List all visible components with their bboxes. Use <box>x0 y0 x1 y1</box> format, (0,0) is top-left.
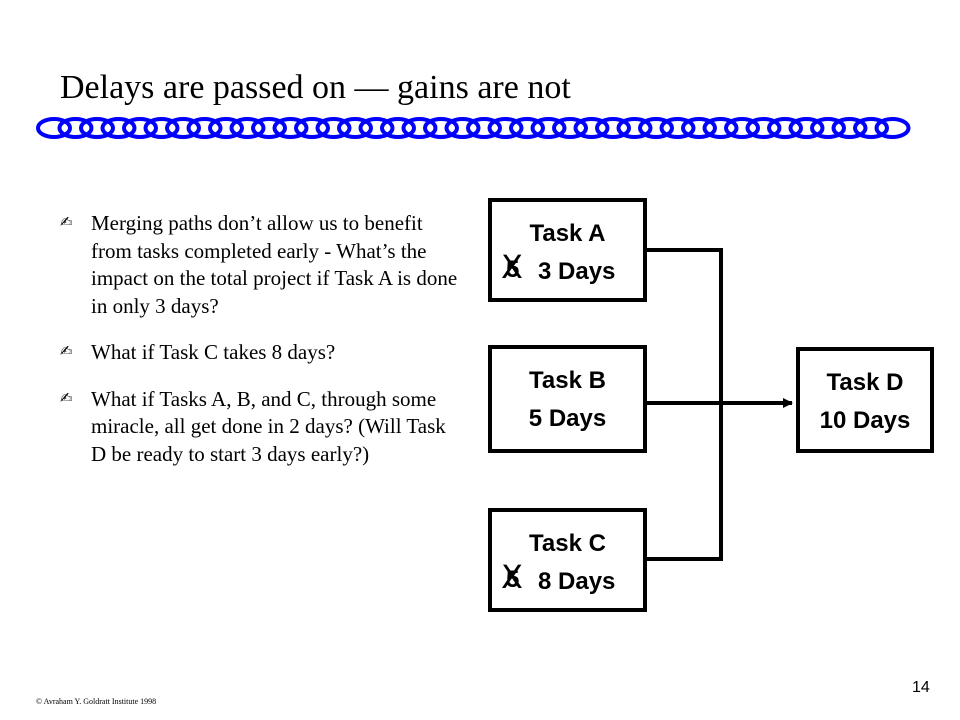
task-a-duration: 3 Days <box>538 258 616 285</box>
chain-link <box>143 117 180 139</box>
chain-link <box>509 117 545 139</box>
chain-link <box>466 117 502 139</box>
chain-link <box>36 117 72 139</box>
chain-divider <box>36 117 911 139</box>
task-b-duration: 5 Days <box>528 405 607 432</box>
chain-link <box>79 117 115 139</box>
chain-link <box>874 117 911 139</box>
bullet-item: ✍ What if Tasks A, B, and C, through som… <box>60 386 460 469</box>
bullet-text: Merging paths don’t allow us to benefit … <box>91 211 458 318</box>
chain-link <box>487 117 524 139</box>
chain-link <box>530 117 567 139</box>
chain-link <box>552 117 588 139</box>
task-d-box: Task D 10 Days <box>796 347 934 453</box>
task-c-original-duration: 5 <box>506 566 520 593</box>
page-number: 14 <box>912 679 930 696</box>
task-c-box: Task C 5 X 8 Days <box>488 508 647 612</box>
task-a-strike-mark: X <box>501 248 523 286</box>
chain-link <box>573 117 610 139</box>
chain-link <box>444 117 481 139</box>
chain-link <box>315 117 352 139</box>
task-c-strike-mark: X <box>501 558 523 596</box>
chain-link <box>616 117 653 139</box>
slide-title: Delays are passed on — gains are not <box>60 69 571 106</box>
bullet-list: ✍ Merging paths don’t allow us to benefi… <box>60 210 460 487</box>
chain-link <box>638 117 674 139</box>
chain-link <box>186 117 223 139</box>
task-d-name: Task D <box>826 369 904 396</box>
task-c-duration: 8 Days <box>538 568 616 595</box>
task-b-name: Task B <box>529 367 606 394</box>
chain-link <box>208 117 244 139</box>
chain-link <box>337 117 373 139</box>
chain-link <box>401 117 438 139</box>
bullet-text: What if Tasks A, B, and C, through some … <box>91 386 446 466</box>
connector-task-c <box>647 403 723 561</box>
task-b-box: Task B 5 Days <box>488 345 647 453</box>
chain-link <box>788 117 825 139</box>
pen-nib-icon: ✍ <box>60 388 73 407</box>
task-d-duration: 10 Days <box>819 407 911 434</box>
chain-link <box>251 117 287 139</box>
footer-copyright: © Avraham Y. Goldratt Institute 1998 <box>36 697 157 706</box>
chain-link <box>380 117 416 139</box>
chain-link <box>595 117 631 139</box>
chain-link <box>810 117 846 139</box>
chain-link <box>57 117 94 139</box>
chain-link <box>853 117 889 139</box>
bullet-item: ✍ What if Task C takes 8 days? <box>60 339 460 367</box>
chain-link <box>767 117 803 139</box>
chain-link <box>745 117 782 139</box>
task-a-name: Task A <box>529 220 606 247</box>
chain-link <box>100 117 137 139</box>
chain-link <box>831 117 868 139</box>
connector-task-a <box>647 248 723 403</box>
chain-link <box>702 117 739 139</box>
task-c-name: Task C <box>529 530 606 557</box>
bullet-item: ✍ Merging paths don’t allow us to benefi… <box>60 210 460 320</box>
pen-nib-icon: ✍ <box>60 342 73 360</box>
pen-nib-icon: ✍ <box>60 213 73 231</box>
chain-link <box>423 117 459 139</box>
chain-link <box>681 117 717 139</box>
chain-link <box>122 117 158 139</box>
task-a-box: Task A 5 X 3 Days <box>488 198 647 302</box>
chain-link <box>229 117 266 139</box>
chain-link <box>272 117 309 139</box>
chain-link <box>724 117 760 139</box>
task-a-original-duration: 5 <box>506 256 520 283</box>
chain-link <box>294 117 330 139</box>
chain-link <box>659 117 696 139</box>
chain-link <box>165 117 201 139</box>
chain-link <box>358 117 395 139</box>
bullet-text: What if Task C takes 8 days? <box>91 340 336 364</box>
